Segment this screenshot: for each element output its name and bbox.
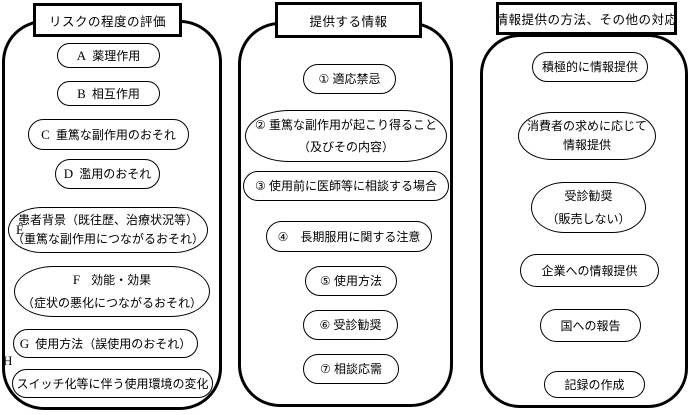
item-letter-h: H xyxy=(3,353,13,368)
item-label: ① 適応禁忌 xyxy=(318,72,381,86)
item-oval-active-information-provision: 積極的に情報提供 xyxy=(532,52,648,82)
item-oval-abuse-risk: D 濫用のおそれ xyxy=(55,159,160,189)
item-oval-pharmacological-action: A 薬理作用 xyxy=(57,43,160,68)
item-label: 相互作用 xyxy=(91,86,140,101)
item-label-line2: 情報提供 xyxy=(562,138,611,152)
item-oval-recommend-consultation-no-sale: 受診勧奨 （販売しない） xyxy=(531,182,646,233)
item-oval-report-to-government: 国への報告 xyxy=(540,309,641,342)
item-oval-respond-to-consultation: ⑦ 相談応需 xyxy=(303,354,399,384)
item-oval-efficacy-effects: F 効能・効果 （症状の悪化につながるおそれ） xyxy=(14,266,210,317)
panel-header-label: 提供する情報 xyxy=(309,14,388,29)
item-line: D 濫用のおそれ xyxy=(64,164,151,184)
item-letter: A xyxy=(76,47,87,63)
item-oval-usage-method: ⑤ 使用方法 xyxy=(305,266,397,296)
item-oval-switch-environment-change: スイッチ化等に伴う使用環境の変化 xyxy=(12,369,213,398)
item-label: 使用方法（誤使用のおそれ） xyxy=(35,336,192,351)
item-label: 濫用のおそれ xyxy=(79,167,152,182)
item-label: ⑦ 相談応需 xyxy=(319,362,383,376)
item-oval-usage-method-misuse: G 使用方法（誤使用のおそれ） xyxy=(13,329,198,358)
item-label-line2: （症状の悪化につながるおそれ） xyxy=(21,296,202,311)
item-label-line2: （販売しない） xyxy=(546,211,631,226)
item-oval-serious-side-effects-possible: ② 重篤な副作用が起こり得ること （及びその内容） xyxy=(245,110,447,162)
item-label: 積極的に情報提供 xyxy=(541,60,638,74)
panel-header-risk-evaluation: リスクの程度の評価 xyxy=(33,3,182,37)
item-label: 記録の作成 xyxy=(564,377,625,392)
item-label-line2: （重篤な副作用につながるおそれ） xyxy=(11,232,204,246)
item-line: G 使用方法（誤使用のおそれ） xyxy=(20,334,191,354)
item-line: A 薬理作用 xyxy=(77,46,140,66)
item-label-line1: ② 重篤な副作用が起こり得ること xyxy=(254,117,438,132)
item-label: 薬理作用 xyxy=(92,48,141,63)
item-letter: F xyxy=(72,272,81,288)
item-label: ③ 使用前に医師等に相談する場合 xyxy=(254,179,438,193)
item-label: 国への報告 xyxy=(560,318,621,333)
item-label: ⑥ 受診勧奨 xyxy=(319,318,382,332)
item-oval-interactions: B 相互作用 xyxy=(57,81,160,106)
item-label-line2: （及びその内容） xyxy=(297,140,394,154)
item-label: ⑤ 使用方法 xyxy=(319,274,383,288)
item-line: B 相互作用 xyxy=(77,84,140,104)
item-oval-consult-doctor-before-use: ③ 使用前に医師等に相談する場合 xyxy=(243,171,449,201)
item-oval-long-term-use-caution: ④ 長期服用に関する注意 xyxy=(266,221,432,252)
item-letter: B xyxy=(77,85,86,101)
item-label-line1: 受診勧奨 xyxy=(564,189,613,204)
item-letter: D xyxy=(63,166,74,182)
item-line: C 重篤な副作用のおそれ xyxy=(41,125,176,145)
item-oval-provide-on-request: 消費者の求めに応じて 情報提供 xyxy=(518,112,656,160)
panel-header-label: リスクの程度の評価 xyxy=(48,14,166,29)
item-letter: C xyxy=(41,126,50,142)
item-letter: G xyxy=(19,335,30,351)
item-label: ④ 長期服用に関する注意 xyxy=(277,229,421,244)
item-oval-inform-companies: 企業への情報提供 xyxy=(520,254,659,287)
item-letter: E xyxy=(16,221,24,237)
item-oval-recommend-consultation: ⑥ 受診勧奨 xyxy=(303,310,398,340)
item-label: スイッチ化等に伴う使用環境の変化 xyxy=(16,376,209,391)
item-label: 重篤な副作用のおそれ xyxy=(55,127,176,142)
item-oval-create-records: 記録の作成 xyxy=(544,371,645,398)
item-oval-serious-side-effects: C 重篤な副作用のおそれ xyxy=(28,119,189,150)
item-label: 企業への情報提供 xyxy=(541,263,638,278)
panel-header-provision-methods: 情報提供の方法、その他の対応 xyxy=(496,2,677,35)
item-oval-contraindications: ① 適応禁忌 xyxy=(303,64,396,94)
item-label-line1: 患者背景（既往歴、治療状況等） xyxy=(17,213,198,228)
panel-header-information-provided: 提供する情報 xyxy=(275,2,422,38)
panel-header-label: 情報提供の方法、その他の対応 xyxy=(495,13,678,27)
item-label-line1: 消費者の求めに応じて xyxy=(526,119,647,134)
item-line: F 効能・効果 xyxy=(73,268,151,292)
item-label-line1: 効能・効果 xyxy=(91,273,152,288)
item-oval-patient-background: E 患者背景（既往歴、治療状況等） （重篤な副作用につながるおそれ） xyxy=(8,207,208,253)
